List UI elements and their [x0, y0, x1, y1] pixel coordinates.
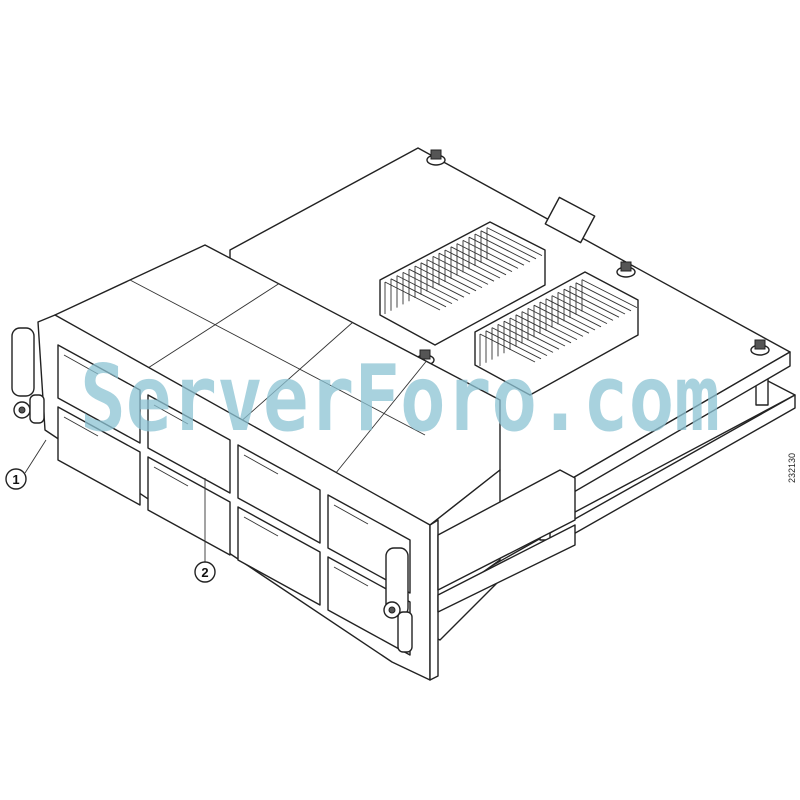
- screw-icon: [750, 339, 770, 356]
- module-slot[interactable]: [237, 506, 321, 606]
- module-slot[interactable]: [57, 344, 141, 444]
- module-slot[interactable]: [327, 556, 411, 656]
- heatsink-fin: [414, 265, 471, 295]
- heatsink-fin: [402, 271, 459, 301]
- heatsink-fin: [384, 281, 441, 311]
- screw-icon: [616, 261, 636, 278]
- heatsink-fin: [462, 239, 519, 269]
- heatsink-fin: [527, 307, 584, 337]
- heatsink-fin: [408, 268, 465, 298]
- heatsink-fin: [480, 230, 537, 260]
- heatsink-2: [474, 271, 639, 396]
- slot-label: [333, 504, 369, 525]
- heatsink-fin: [432, 255, 489, 285]
- heatsink-fin: [486, 227, 543, 257]
- heatsink-fin: [533, 304, 590, 334]
- heatsink-1: [379, 221, 546, 346]
- heatsink-fin: [450, 246, 507, 276]
- heatsink-fin: [575, 282, 632, 312]
- front-panel: [37, 314, 439, 681]
- card-edges: [437, 469, 576, 613]
- callout-1: 1: [5, 439, 47, 490]
- callout-1-number: 1: [12, 472, 19, 487]
- heatsink-fin: [557, 291, 614, 321]
- heatsink-fin: [563, 288, 620, 318]
- callout-2-number: 2: [201, 565, 208, 580]
- heatsink-fin: [515, 314, 572, 344]
- slot-label: [153, 466, 189, 487]
- heatsink-fin: [509, 317, 566, 347]
- module-slot[interactable]: [147, 456, 231, 556]
- ejector-handle-left[interactable]: [11, 327, 45, 424]
- screw-icon: [426, 149, 446, 166]
- heatsink-fin: [420, 262, 477, 292]
- heatsink-fin: [485, 330, 542, 360]
- figure-id: 232130: [787, 453, 797, 483]
- heatsink-fin: [438, 252, 495, 282]
- ejector-handle-right[interactable]: [383, 547, 413, 653]
- heatsink-fin: [569, 285, 626, 315]
- module-slot[interactable]: [57, 406, 141, 506]
- cage-divider: [242, 322, 353, 421]
- heatsink-fin: [396, 275, 453, 305]
- slot-label: [63, 416, 99, 437]
- heatsink-fin: [497, 323, 554, 353]
- heatsink-fin: [444, 249, 501, 279]
- heatsink-fin: [479, 333, 536, 363]
- cage-rail: [129, 279, 426, 436]
- slot-label: [243, 454, 279, 475]
- heatsink-fin: [468, 236, 525, 266]
- slot-label: [243, 516, 279, 537]
- heatsink-fin: [503, 320, 560, 350]
- slot-label: [333, 566, 369, 587]
- heatsink-fin: [521, 311, 578, 341]
- heatsink-fin: [474, 233, 531, 263]
- heatsink-fin: [390, 278, 447, 308]
- slot-label: [63, 354, 99, 375]
- slot-label: [153, 404, 189, 425]
- callout-2: 2: [194, 478, 216, 583]
- heatsink-fin: [581, 279, 638, 309]
- module-slot[interactable]: [147, 394, 231, 494]
- heatsink-fin: [426, 259, 483, 289]
- heatsink-fin: [545, 298, 602, 328]
- watermark: ServerForo.com: [80, 345, 720, 452]
- module-slot[interactable]: [237, 444, 321, 544]
- heatsink-fin: [456, 243, 513, 273]
- heatsink-fin: [491, 327, 548, 357]
- cage-divider: [148, 283, 279, 368]
- cage-divider: [335, 360, 427, 473]
- heatsink-fin: [539, 301, 596, 331]
- heatsink-fin: [551, 295, 608, 325]
